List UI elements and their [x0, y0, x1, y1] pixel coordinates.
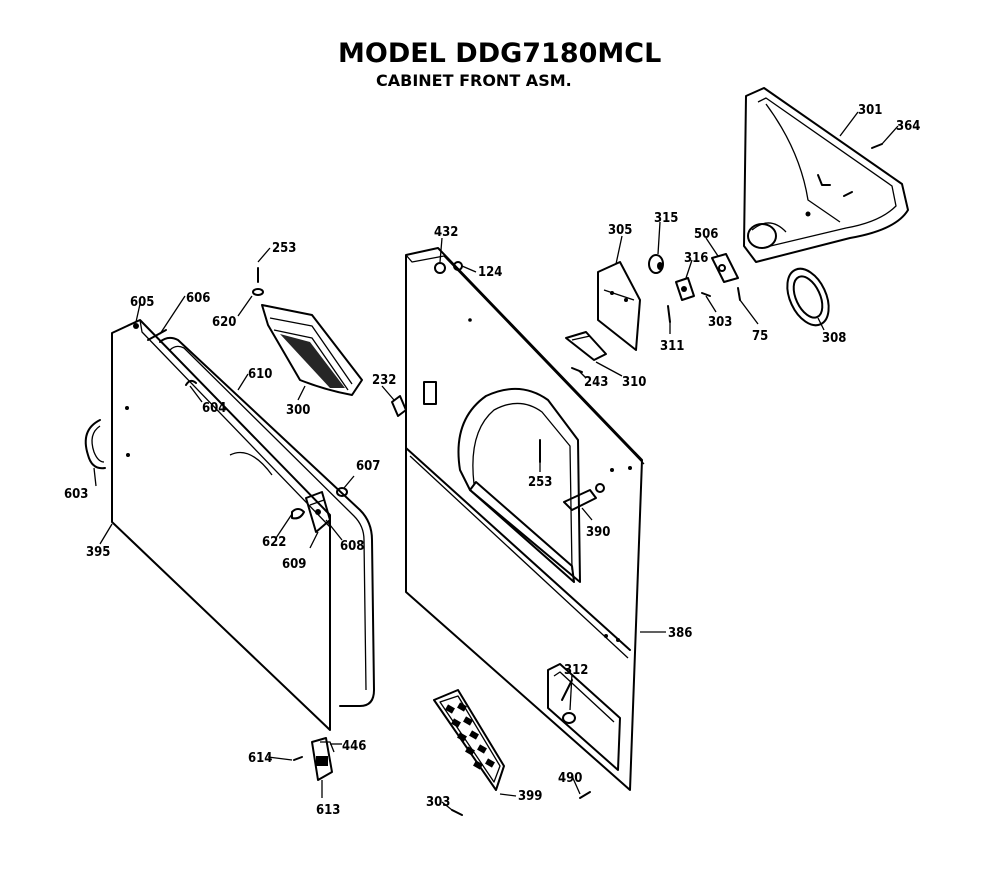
leader-lines [93, 111, 899, 811]
label-506: 506 [694, 227, 718, 242]
label-303-right: 303 [708, 315, 732, 330]
label-390: 390 [586, 525, 610, 540]
label-606: 606 [186, 291, 210, 306]
label-613: 613 [316, 803, 340, 818]
front-panel [391, 247, 645, 791]
label-607: 607 [356, 459, 380, 474]
label-243: 243 [584, 375, 608, 390]
label-75: 75 [752, 329, 768, 344]
label-620: 620 [212, 315, 236, 330]
label-604: 604 [202, 401, 226, 416]
label-399: 399 [518, 789, 542, 804]
door-inner-liner [159, 336, 375, 707]
label-305: 305 [608, 223, 632, 238]
label-614: 614 [248, 751, 272, 766]
label-432: 432 [434, 225, 458, 240]
drum-seal [786, 267, 830, 327]
label-301: 301 [858, 103, 882, 118]
label-609: 609 [282, 557, 306, 572]
label-446: 446 [342, 739, 366, 754]
door-latch [311, 737, 333, 781]
label-303-bottom: 303 [426, 795, 450, 810]
door-hinge [305, 491, 331, 533]
label-490: 490 [558, 771, 582, 786]
model-title: MODEL DDG7180MCL [338, 38, 661, 69]
label-315: 315 [654, 211, 678, 226]
door-opening [457, 387, 581, 583]
label-253-top: 253 [272, 241, 296, 256]
assembly-subtitle: CABINET FRONT ASM. [376, 71, 572, 90]
lint-filter-housing [252, 267, 363, 396]
label-124: 124 [478, 265, 502, 280]
label-316: 316 [684, 251, 708, 266]
label-310: 310 [622, 375, 646, 390]
label-300: 300 [286, 403, 310, 418]
label-386: 386 [668, 626, 692, 641]
label-364: 364 [896, 119, 920, 134]
door-handle [84, 419, 106, 470]
part-labels: 253 620 605 606 610 604 300 603 395 607 … [64, 103, 920, 818]
label-608: 608 [340, 539, 364, 554]
door-outer-panel [111, 319, 331, 731]
label-603: 603 [64, 487, 88, 502]
switch-parts [565, 253, 741, 373]
label-312: 312 [564, 663, 588, 678]
label-232: 232 [372, 373, 396, 388]
label-622: 622 [262, 535, 286, 550]
door-assembly [84, 319, 375, 781]
label-311: 311 [660, 339, 684, 354]
label-610: 610 [248, 367, 272, 382]
label-253-center: 253 [528, 475, 552, 490]
grille [433, 689, 505, 791]
front-bulkhead [743, 87, 909, 263]
label-605: 605 [130, 295, 154, 310]
label-308: 308 [822, 331, 846, 346]
label-395: 395 [86, 545, 110, 560]
